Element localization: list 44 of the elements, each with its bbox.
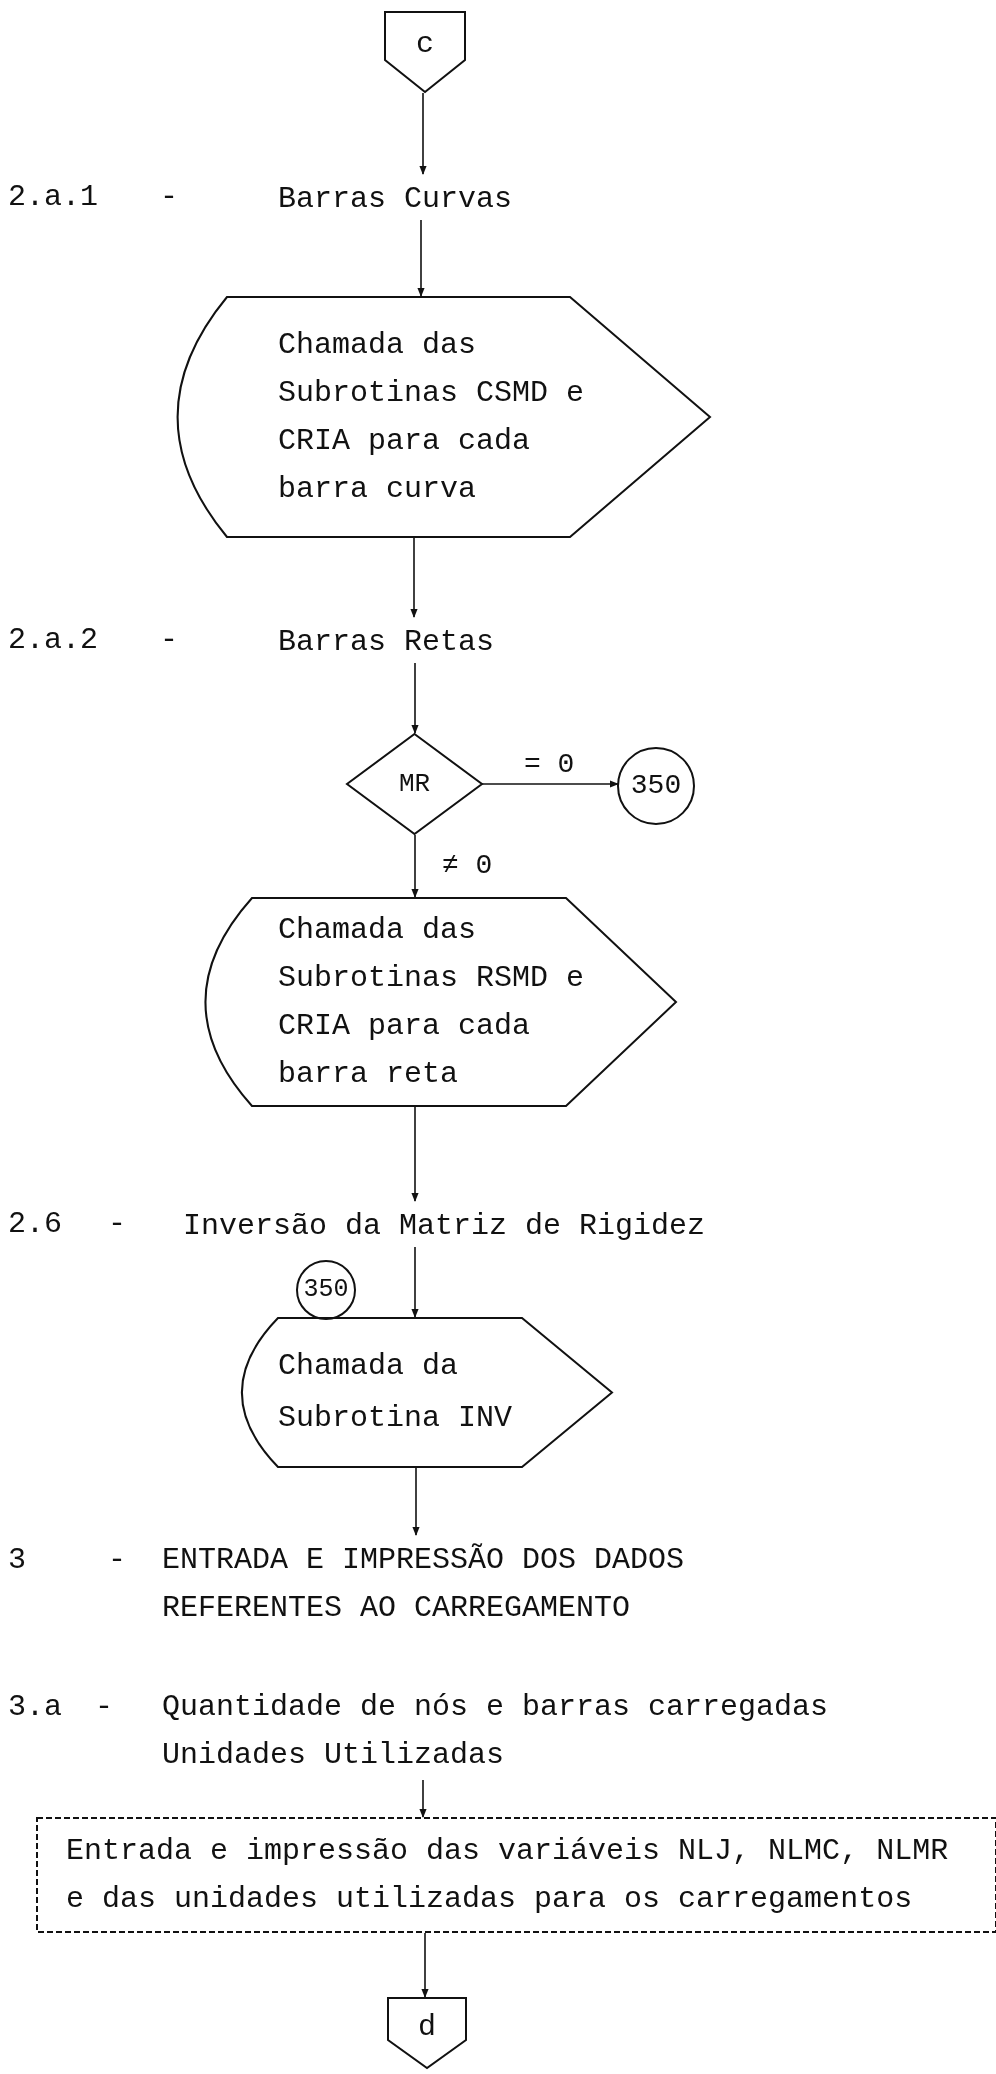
node-text: 350 — [629, 769, 683, 803]
arrow — [411, 1106, 419, 1202]
dash-separator: - — [160, 179, 178, 216]
dash-separator: - — [160, 622, 178, 659]
connector-circle — [618, 748, 694, 824]
arrow — [419, 1779, 427, 1818]
step-heading: ENTRADA E IMPRESSÃO DOS DADOS REFERENTES AO CARREGAMENTO — [162, 1536, 703, 1632]
display-shape — [240, 1318, 612, 1467]
node-text: Entrada e impressão das variáveis NLJ, NLMC, NLMR e das unidades utilizadas para os carregamentos — [66, 1833, 950, 1918]
step-number: 2.a.1 — [8, 179, 98, 216]
arrow — [411, 1246, 419, 1318]
step-heading: Barras Curvas — [278, 175, 513, 219]
arrow — [410, 537, 418, 618]
node-text: Chamada das Subrotinas RSMD e CRIA para cada barra reta — [278, 912, 586, 1093]
display-shape — [175, 297, 710, 537]
arrow — [481, 780, 619, 788]
node-text: 350 — [302, 1274, 350, 1306]
step-number: 2.a.2 — [8, 622, 98, 659]
dash-separator: - — [95, 1689, 113, 1726]
arrow — [411, 834, 419, 898]
arrow — [419, 92, 427, 175]
arrow — [417, 219, 425, 297]
decision-diamond — [347, 734, 482, 834]
arrow — [412, 1467, 420, 1536]
connector-circle — [297, 1261, 355, 1319]
arrow — [411, 662, 419, 734]
arrow — [421, 1932, 429, 1998]
process-box — [37, 1818, 996, 1932]
node-text: d — [417, 2009, 437, 2046]
node-text: Chamada da Subrotina INV — [278, 1348, 514, 1437]
step-number: 3.a — [8, 1689, 62, 1726]
display-shape — [203, 898, 676, 1106]
off-page-connector — [385, 12, 465, 92]
step-number: 2.6 — [8, 1206, 62, 1243]
node-text: MR — [397, 768, 432, 801]
off-page-connector — [388, 1998, 466, 2068]
node-text: c — [415, 26, 435, 63]
step-heading: Barras Retas — [278, 618, 495, 662]
dash-separator: - — [108, 1542, 126, 1579]
step-heading: Quantidade de nós e barras carregadas Unidades Utilizadas — [162, 1683, 847, 1779]
step-number: 3 — [8, 1542, 26, 1579]
dash-separator: - — [108, 1206, 126, 1243]
step-heading: Inversão da Matriz de Rigidez — [183, 1202, 706, 1246]
node-text: Chamada das Subrotinas CSMD e CRIA para cada barra curva — [278, 327, 586, 508]
